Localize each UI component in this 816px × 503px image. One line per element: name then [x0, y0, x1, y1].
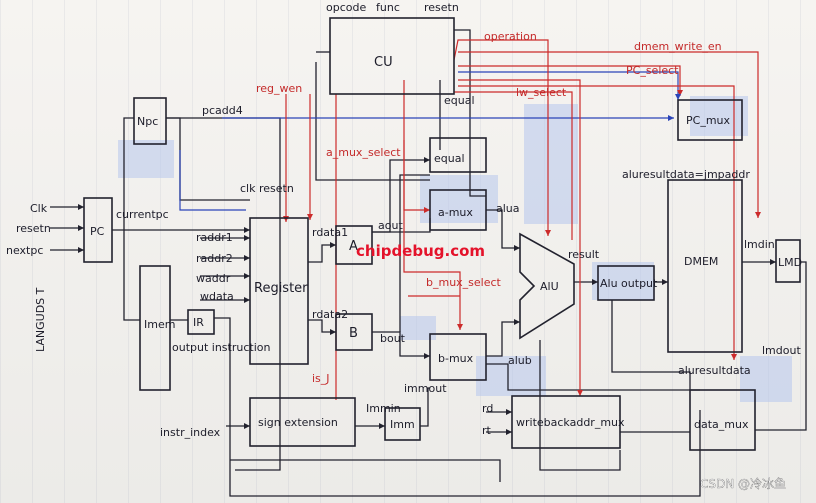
equal-label: equal [434, 152, 465, 165]
equal-signal-label: equal [444, 94, 475, 107]
rdata2-label: rdata2 [312, 308, 348, 321]
lmd-block [775, 239, 801, 283]
lw-select-label: lw_select [516, 86, 567, 99]
sign-extension-label: sign extension [258, 416, 338, 429]
is-j-label: is_J [312, 372, 330, 385]
highlight [740, 356, 792, 402]
b-mux-select-label: b_mux_select [426, 276, 502, 289]
cu-label: CU [374, 55, 393, 70]
result-label: result [568, 248, 600, 261]
alu-output-label: Alu output [600, 277, 658, 290]
rd-label: rd [482, 402, 493, 415]
b-mux-label: b-mux [438, 352, 474, 365]
control-labels: operation dmem_write_en PC_select reg_we… [256, 30, 722, 385]
alu-block [519, 232, 575, 340]
wdata-label: wdata [200, 290, 234, 303]
func-input: func [376, 1, 400, 14]
rt-label: rt [482, 424, 492, 437]
npc-label: Npc [137, 115, 158, 128]
currentpc-label: currentpc [116, 208, 169, 221]
writeback-mux-block [511, 395, 621, 449]
watermark: chipdebug.com [356, 242, 485, 260]
dmem-label: DMEM [684, 255, 718, 268]
alu-output-block [597, 265, 655, 301]
raddr2-label: raddr2 [196, 252, 233, 265]
vertical-note: LANGUDS T [34, 287, 47, 352]
bout-label: bout [380, 332, 406, 345]
resetn-left-input: resetn [16, 222, 51, 235]
immin-label: Immin [366, 402, 401, 415]
waddr-label: waddr [196, 272, 231, 285]
rdata1-label: rdata1 [312, 226, 348, 239]
b-block [335, 313, 373, 351]
dmem-block [667, 179, 743, 353]
b-label: B [349, 326, 358, 341]
pc-mux-label: PC_mux [686, 114, 731, 127]
alua-label: alua [496, 202, 520, 215]
opcode-input: opcode [326, 1, 366, 14]
pc-label: PC [90, 225, 105, 238]
alu-label: AlU [540, 280, 559, 293]
cu-block [329, 17, 455, 95]
a-mux-label: a-mux [438, 206, 473, 219]
sign-extension-block [249, 397, 356, 447]
operation-label: operation [484, 30, 537, 43]
data-mux-block [689, 389, 756, 451]
raddr1-label: raddr1 [196, 231, 233, 244]
control-arrow-heads [283, 90, 761, 396]
alub-label: alub [508, 354, 532, 367]
highlight [592, 262, 654, 300]
data-wires [50, 29, 807, 497]
lmdin-label: lmdin [744, 238, 775, 251]
equal-block [429, 137, 487, 173]
highlight [476, 356, 546, 396]
highlight [524, 104, 578, 224]
blocks [83, 17, 801, 451]
signal-labels: opcode func resetn Clk resetn nextpc pca… [6, 1, 801, 439]
imem-label: Imem [144, 318, 175, 331]
clk-resetn-label: clk resetn [240, 182, 294, 195]
lmdout-label: lmdout [762, 344, 801, 357]
pc-block [83, 197, 113, 263]
pc-arrow-heads [668, 94, 681, 121]
nextpc-input: nextpc [6, 244, 43, 257]
a-mux-select-label: a_mux_select [326, 146, 401, 159]
imem-block [139, 265, 171, 391]
a-label: A [349, 239, 358, 254]
immout-label: immout [404, 382, 447, 395]
imm-block [384, 407, 421, 441]
jmpaddr-label: aluresultdata=jmpaddr [622, 168, 750, 181]
output-instruction-label: output instruction [172, 341, 270, 354]
resetn-input: resetn [424, 1, 459, 14]
npc-block [133, 97, 167, 145]
a-block [335, 225, 373, 265]
imm-label: Imm [390, 418, 415, 431]
register-label: Register [254, 281, 308, 296]
register-block [249, 217, 309, 365]
aout-label: aout [378, 219, 403, 232]
highlight [420, 175, 498, 223]
a-mux-block [429, 189, 487, 231]
clk-input: Clk [30, 202, 48, 215]
data-mux-label: data_mux [694, 418, 749, 431]
pc-select-label: PC_select [626, 64, 679, 77]
dmem-write-en-label: dmem_write_en [634, 40, 722, 53]
block-labels: CU Npc PC Imem IR Register A B equal a-m… [90, 55, 802, 431]
instr-index-label: instr_index [160, 426, 221, 439]
arrow-heads [78, 157, 776, 435]
highlight [118, 140, 174, 178]
pcadd4-label: pcadd4 [202, 104, 243, 117]
writeback-mux-label: writebackaddr_mux [516, 416, 625, 429]
highlight [690, 96, 748, 136]
b-mux-block [429, 333, 487, 381]
pc-mux-block [677, 99, 743, 141]
aluresultdata-label: aluresultdata [678, 364, 751, 377]
ir-block [187, 309, 215, 335]
ir-label: IR [193, 316, 204, 329]
credit-text: CSDN @冷冰鱼 [700, 477, 786, 491]
reg-wen-label: reg_wen [256, 82, 302, 95]
lmd-label: LMD [778, 256, 802, 269]
